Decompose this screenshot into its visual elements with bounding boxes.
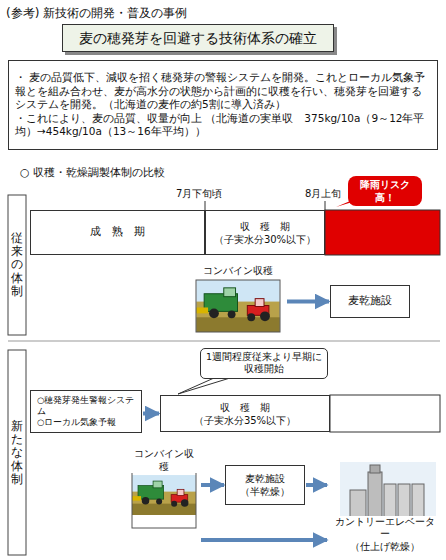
annotation-label: 8月上旬 bbox=[305, 188, 341, 200]
section-label: 新たな体制 bbox=[11, 420, 23, 486]
node-text: （半乾燥） bbox=[240, 485, 290, 498]
callout-pointer bbox=[178, 378, 230, 394]
phase-box: 収 穫 期（子実水分30%以下） bbox=[205, 210, 325, 255]
annotation-label: 7月下旬頃 bbox=[176, 188, 222, 200]
phase-box: 成 熟 期 bbox=[30, 210, 205, 255]
combine-node: コンバイン収穫 bbox=[190, 262, 286, 336]
elevator-node: カントリーエレベーター（仕上げ乾燥） bbox=[328, 455, 442, 555]
node-text: コンバイン収穫 bbox=[131, 447, 197, 473]
combine-node: コンバイン収穫 bbox=[128, 445, 200, 550]
warning-callout: 降雨リスク高！ bbox=[348, 176, 422, 206]
system-box: ○穂発芽発生警報システム○ローカル気象予報 bbox=[30, 390, 142, 433]
node-text: （子実水分30%以下） bbox=[214, 233, 316, 246]
node-text: 麦乾施設 bbox=[348, 294, 392, 308]
node-text: 麦の穂発芽を回避する技術体系の確立 bbox=[79, 29, 317, 47]
node-text: コンバイン収穫 bbox=[201, 264, 275, 277]
page-title: (参考) 新技術の開発・普及の事例 bbox=[6, 5, 187, 22]
node-text: （仕上げ乾燥） bbox=[348, 541, 422, 553]
node-text: ・これにより、麦の品質、収量が向上 （北海道の実単収 375kg/10a（9～1… bbox=[15, 112, 431, 139]
section-bracket bbox=[8, 350, 26, 555]
node-text: ・ 麦の品質低下、減収を招く穂発芽の警報システムを開発。これとローカル気象予報と… bbox=[15, 71, 431, 112]
facility-box: 麦乾施設 bbox=[330, 285, 410, 318]
facility-box: 麦乾施設（半乾燥） bbox=[225, 465, 305, 505]
section-bracket bbox=[8, 195, 26, 335]
phase-box: 収 穫 期（子実水分35%以下） bbox=[160, 395, 330, 432]
flow-arrow bbox=[143, 412, 159, 416]
node-text: 麦乾施設 bbox=[245, 472, 285, 485]
flow-arrow bbox=[201, 483, 224, 487]
flow-arrow bbox=[306, 483, 327, 487]
note-callout: 1週間程度従来より早期に収穫開始 bbox=[200, 348, 328, 379]
date-tick bbox=[205, 201, 206, 210]
flow-arrow bbox=[201, 538, 327, 542]
combine-picture bbox=[132, 475, 196, 515]
date-tick bbox=[325, 201, 326, 210]
node-text: 成 熟 期 bbox=[90, 225, 145, 239]
divider-line bbox=[8, 341, 440, 342]
node-text: ○ローカル気象予報 bbox=[37, 417, 135, 428]
node-text: 降雨リスク高！ bbox=[351, 178, 419, 204]
node-text: 収 穫 期 bbox=[240, 220, 290, 233]
combine-picture bbox=[196, 280, 279, 332]
rain-risk-bar bbox=[325, 210, 440, 255]
elevator-picture bbox=[340, 462, 436, 524]
flow-arrow bbox=[287, 300, 329, 304]
node-text: ○穂発芽発生警報システム bbox=[37, 395, 135, 417]
heading-box: 麦の穂発芽を回避する技術体系の確立 bbox=[62, 24, 334, 52]
summary-box: ・ 麦の品質低下、減収を招く穂発芽の警報システムを開発。これとローカル気象予報と… bbox=[8, 60, 438, 150]
node-text: 1週間程度従来より早期に収穫開始 bbox=[204, 351, 324, 376]
picture-frame bbox=[196, 280, 280, 332]
section-label: 従来の体制 bbox=[11, 232, 23, 298]
node-text: （子実水分35%以下） bbox=[194, 414, 296, 427]
annotation-label: ○ 収穫・乾燥調製体制の比較 bbox=[20, 166, 165, 179]
timeline-bar bbox=[330, 395, 440, 432]
node-text: カントリーエレベーター bbox=[331, 516, 439, 541]
node-text: 収 穫 期 bbox=[220, 401, 270, 414]
